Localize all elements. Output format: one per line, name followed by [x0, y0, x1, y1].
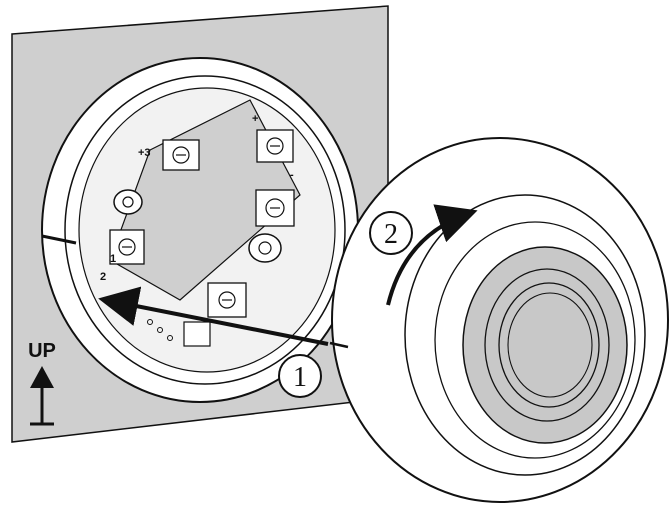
step-2-label: 2: [384, 219, 398, 250]
terminal-block-left: [109, 229, 145, 265]
step-1-callout: 1: [278, 354, 322, 398]
terminal-label: 2: [100, 271, 106, 283]
rotate-arrow-icon: [386, 204, 478, 306]
terminal-block-right: [255, 189, 295, 227]
up-arrow-icon: [30, 366, 54, 388]
terminal-label: 1: [110, 253, 116, 265]
terminal-label: -: [290, 169, 294, 181]
terminal-block-top-right: [256, 129, 294, 163]
mounting-base: +3 + - 2 1: [41, 57, 359, 403]
screw-hole-left: [113, 189, 143, 215]
up-indicator: UP: [28, 340, 56, 426]
terminal-block-top-left: [162, 139, 200, 171]
terminal-label: +3: [138, 147, 151, 159]
step-1-label: 1: [293, 362, 307, 393]
terminal-label: +: [252, 113, 258, 125]
detector-head: [329, 137, 669, 503]
screw-hole-right: [248, 233, 282, 263]
step-2-callout: 2: [369, 211, 413, 255]
up-label: UP: [28, 340, 56, 362]
insert-arrow-icon: [98, 286, 329, 346]
terminal-block-bottom: [207, 282, 247, 318]
